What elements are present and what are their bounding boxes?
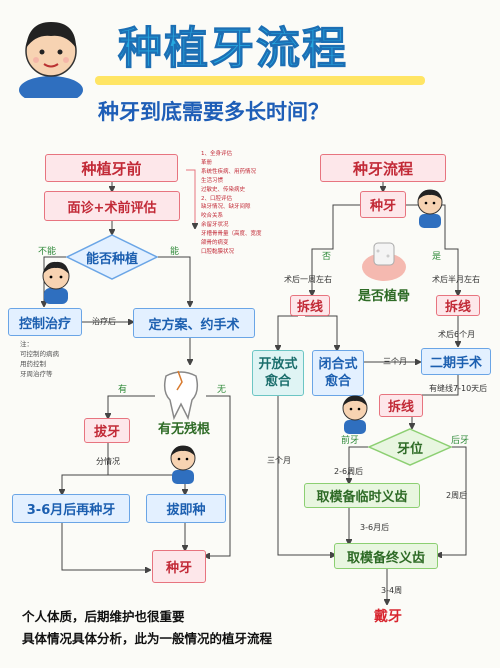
implant-flow-title: 种牙流程 <box>320 154 446 182</box>
checklist-item: 生活习惯 <box>201 177 224 184</box>
title-highlight <box>95 76 425 85</box>
second-surgery-box: 二期手术 <box>421 348 491 375</box>
pre-implant-title: 种植牙前 <box>45 154 178 182</box>
boy-icon <box>170 445 196 484</box>
boy-icon <box>42 261 70 304</box>
six-months-label: 术后6个月 <box>438 330 476 339</box>
control-treatment-box: 控制治疗 <box>8 308 82 336</box>
bone-graft-image <box>362 242 406 281</box>
checklist-item: 余留牙状况 <box>201 222 229 229</box>
checklist-item: 2、口腔评估 <box>201 195 232 202</box>
half-year-label: 术后半月左右 <box>432 275 480 284</box>
has-label: 有 <box>118 385 128 395</box>
eval-box: 面诊+术前评估 <box>44 191 180 221</box>
checklist-item: 系统性疾病、用药情况 <box>201 168 257 175</box>
position-diamond <box>368 428 452 466</box>
left-implant-box: 种牙 <box>152 550 206 583</box>
checklist-item: 咬合关系 <box>201 213 224 220</box>
no-label-right: 否 <box>322 252 332 262</box>
checklist-item: 革册 <box>201 159 213 166</box>
open-healing-line: 开放式 <box>258 357 298 372</box>
front-label: 前牙 <box>341 436 360 446</box>
suture-box-2: 拆线 <box>436 295 480 316</box>
boy-icon <box>417 189 443 228</box>
page-title: 种植牙流程 <box>118 23 348 75</box>
checklist-item: 过敏史、传染病史 <box>201 186 246 193</box>
open-healing-line: 愈合 <box>264 374 291 389</box>
later-implant-box: 3-6月后再种牙 <box>12 494 130 523</box>
yes-label-right: 是 <box>432 252 442 262</box>
note-item: 牙周治疗等 <box>20 370 53 378</box>
boy-icon <box>342 395 368 434</box>
no-label: 不能 <box>38 247 57 257</box>
note-item: 可控制的病病 <box>20 350 59 358</box>
three-four-label: 3-4周 <box>381 586 403 595</box>
checklist-item: 口腔黏膜状况 <box>201 248 235 255</box>
extract-box: 拔牙 <box>84 418 130 443</box>
three-months-label-2: 三个月 <box>267 456 291 465</box>
by-case-label: 分情况 <box>96 457 120 466</box>
position-label: 牙位 <box>396 441 423 457</box>
footer-line-2: 具体情况具体分析，此为一般情况的植牙流程 <box>22 631 273 646</box>
decision-label: 能否种植 <box>85 251 138 267</box>
back-label: 后牙 <box>451 436 470 446</box>
checklist-item: 颌骨的病变 <box>201 240 229 247</box>
yes-label: 能 <box>170 247 180 257</box>
root-question: 有无残根 <box>157 421 210 437</box>
weeks-label: 2-6周后 <box>334 467 364 476</box>
decision-diamond <box>66 234 158 280</box>
plan-box: 定方案、约手术 <box>133 308 255 338</box>
note-label: 注： <box>20 340 33 348</box>
week-label: 术后一周左右 <box>284 275 332 284</box>
closed-healing-line: 愈合 <box>324 374 351 389</box>
immediate-box: 拔即种 <box>146 494 226 523</box>
three-six-label: 3-6月后 <box>360 523 390 532</box>
closed-healing-line: 闭合式 <box>318 357 358 372</box>
bone-question: 是否植骨 <box>357 288 410 304</box>
none-label: 无 <box>217 385 227 395</box>
right-implant-box: 种牙 <box>360 191 406 218</box>
temp-denture-box: 取模备临时义齿 <box>304 483 420 508</box>
suture-box-1: 拆线 <box>290 295 330 316</box>
wear-label: 戴牙 <box>374 609 402 625</box>
checklist-item: 牙槽骨骨量（高度、宽度 <box>201 231 262 238</box>
checklist-item: 1、全身评估 <box>201 151 232 157</box>
note-item: 用药控制 <box>20 360 46 368</box>
broken-tooth-icon <box>163 370 199 420</box>
days-label: 有缝线7-10天后 <box>429 384 488 393</box>
three-months-label: 三个月 <box>383 357 407 366</box>
cartoon-boy-avatar <box>19 22 83 98</box>
checklist: 1、全身评估 革册 系统性疾病、用药情况 生活习惯 过敏史、传染病史 2、口腔评… <box>201 150 262 257</box>
suture-box-3: 拆线 <box>379 394 423 417</box>
footer-line-1: 个人体质，后期维护也很重要 <box>22 609 185 624</box>
two-weeks-label: 2周后 <box>446 491 468 500</box>
final-denture-box: 取模备终义齿 <box>334 543 438 569</box>
closed-healing-box: 闭合式 愈合 <box>312 350 364 396</box>
notes: 注： 可控制的病病 用药控制 牙周治疗等 <box>20 339 59 379</box>
open-healing-box: 开放式 愈合 <box>252 350 304 396</box>
checklist-item: 缺牙情况、缺牙间隙 <box>201 204 251 211</box>
after-treat-label: 治疗后 <box>92 317 116 326</box>
page-subtitle: 种牙到底需要多长时间？ <box>98 100 329 124</box>
